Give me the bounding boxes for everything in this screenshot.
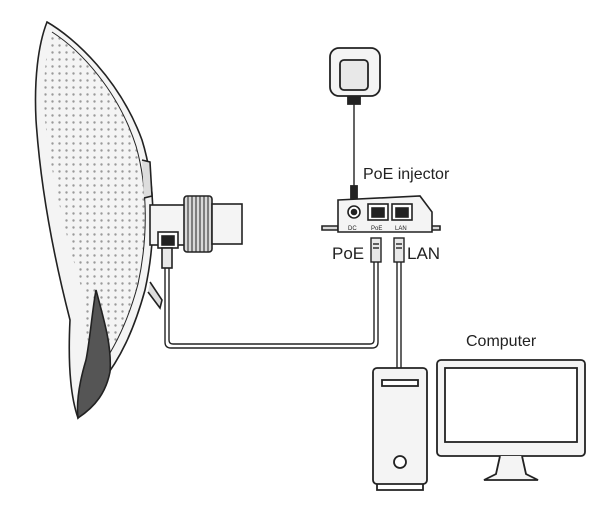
port-label-lan: LAN bbox=[395, 226, 407, 232]
radio-feed-unit bbox=[149, 195, 243, 269]
tower-body bbox=[372, 367, 428, 485]
feed-collar-threads bbox=[187, 196, 209, 252]
tower-drive-bay bbox=[381, 379, 419, 387]
lan-port-label: LAN bbox=[407, 244, 441, 263]
poe-injector-label: PoE injector bbox=[363, 166, 450, 183]
monitor-screen bbox=[444, 367, 578, 443]
poe-injector bbox=[321, 195, 441, 233]
power-adapter-prong bbox=[339, 59, 369, 91]
ethernet-cable-lan bbox=[396, 262, 402, 370]
monitor-stand bbox=[483, 455, 539, 481]
computer-monitor bbox=[436, 359, 586, 481]
computer-tower bbox=[372, 367, 428, 491]
ethernet-cable-poe bbox=[164, 262, 379, 349]
computer-label: Computer bbox=[466, 333, 537, 350]
dish-bracket-lower bbox=[147, 281, 163, 310]
dish-inner-rim bbox=[51, 31, 146, 375]
dish-lower-flap bbox=[76, 289, 112, 420]
dish-surface bbox=[44, 32, 146, 374]
port-label-poe: PoE bbox=[371, 226, 382, 232]
poe-cable-plug bbox=[370, 237, 382, 263]
dc-plug bbox=[350, 185, 358, 199]
poe-port-label: PoE bbox=[332, 244, 365, 263]
feed-cylinder bbox=[211, 203, 243, 245]
dish-antenna bbox=[34, 20, 163, 420]
power-adapter bbox=[329, 47, 381, 199]
power-adapter-tail bbox=[347, 96, 361, 105]
lan-cable-plug bbox=[393, 237, 405, 263]
unit-cable-plug bbox=[161, 247, 173, 269]
tower-power-button bbox=[393, 455, 407, 469]
dish-bracket bbox=[141, 159, 153, 199]
port-label-dc: DC bbox=[348, 226, 357, 232]
